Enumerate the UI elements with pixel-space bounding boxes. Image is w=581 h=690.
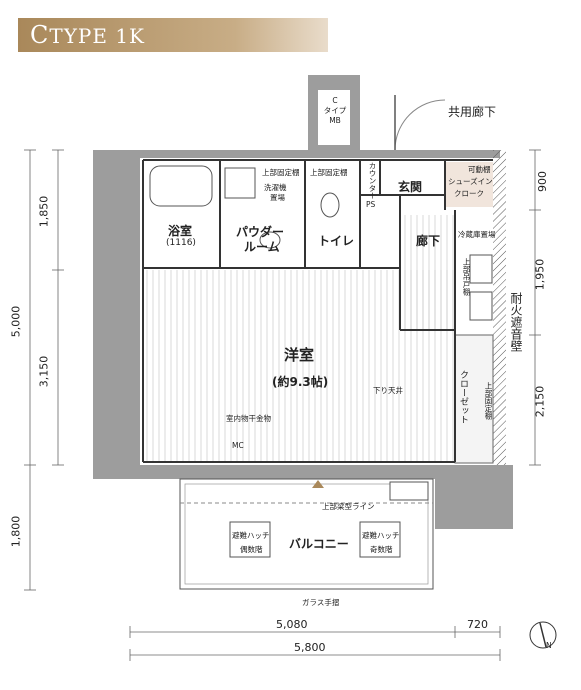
dim-bottom-a: 5,080: [276, 618, 308, 631]
note-closet-shelf: 上部固定棚: [484, 382, 493, 420]
title-text: TYPE 1K: [49, 24, 145, 48]
kitchen-sink: [469, 254, 493, 284]
room-youshitsu-size: (約9.3帖): [272, 375, 329, 389]
note-hatch-1a: 避難ハッチ: [232, 531, 270, 540]
toilet-fixture: [320, 192, 340, 218]
dim-right-bot: 2,150: [533, 385, 547, 418]
west-wall: [93, 150, 140, 465]
note-fridge: 冷蔵庫置場: [458, 230, 496, 239]
note-jobu-2: 上部固定棚: [310, 168, 348, 177]
sink: [259, 231, 281, 249]
dim-left-bal: 1,800: [9, 515, 23, 548]
note-hatch-2b: 奇数階: [370, 545, 393, 554]
room-balcony: バルコニー: [289, 537, 349, 551]
note-hatch-2a: 避難ハッチ: [362, 531, 400, 540]
room-powder-2: ルーム: [244, 240, 280, 254]
dim-bottom-total: 5,800: [294, 641, 326, 654]
rouka-floor: [400, 215, 455, 330]
dim-left-total: 5,000: [9, 305, 23, 338]
washer: [224, 167, 256, 199]
title-letter: C: [30, 21, 50, 49]
shoes-closet: [445, 162, 493, 207]
mb-label: C タイプ MB: [323, 96, 347, 125]
note-sagari: 下り天井: [373, 386, 403, 395]
hatch-odd: [359, 521, 401, 558]
southeast-wall: [435, 465, 513, 529]
note-washer-1: 洗濯機: [264, 183, 287, 192]
room-rouka: 廊下: [416, 234, 441, 248]
dim-bottom-b: 720: [467, 618, 488, 631]
dim-left-top: 1,850: [37, 195, 51, 228]
room-powder: パウダー: [236, 225, 285, 239]
room-bath-size: (1116): [166, 238, 196, 248]
shoes-label-2: クローク: [454, 189, 484, 198]
cooktop: [469, 291, 493, 321]
plan-title: CTYPE 1K: [18, 18, 328, 52]
note-jobu-hari: 上部梁型ライン: [322, 502, 375, 511]
compass-letter: N: [546, 641, 552, 650]
note-mc: MC: [232, 441, 244, 450]
note-jobu-1: 上部固定棚: [262, 168, 300, 177]
mb-box: [318, 90, 350, 145]
room-youshitsu: 洋室: [284, 346, 315, 364]
aircon-unit: [389, 481, 429, 501]
note-glass: ガラス手摺: [302, 598, 340, 607]
room-genkan: 玄関: [398, 180, 423, 194]
room-toilet: トイレ: [318, 234, 355, 248]
counter-label: カウンター: [368, 162, 377, 200]
dim-left-mid: 3,150: [37, 355, 51, 388]
closet-box: [454, 334, 494, 464]
bathtub: [149, 165, 213, 207]
room-bath: 浴室: [168, 224, 193, 238]
kyoyo-rouka: 共用廊下: [448, 105, 497, 119]
hatch-even: [229, 521, 271, 558]
north-wall: [140, 150, 500, 158]
room-closet: クローゼット: [458, 370, 468, 424]
shoes-label-1: シューズイン: [448, 177, 493, 186]
ps-label: PS: [366, 200, 376, 209]
note-washer-2: 置場: [270, 193, 285, 202]
fire-wall-label: 耐火遮音壁: [509, 292, 523, 352]
fire-wall: [493, 150, 506, 465]
compass: [529, 621, 557, 649]
note-shitsunai: 室内物干金物: [226, 414, 271, 423]
note-jobu-tobira: 上部吊戸棚: [462, 258, 471, 296]
dim-right-top: 900: [536, 171, 549, 192]
south-wall: [93, 465, 513, 479]
sash-arrow: [312, 480, 324, 488]
shoes-top-label: 可動棚: [468, 165, 491, 174]
dim-right-mid: 1,950: [533, 258, 547, 291]
note-hatch-1b: 偶数階: [240, 545, 263, 554]
